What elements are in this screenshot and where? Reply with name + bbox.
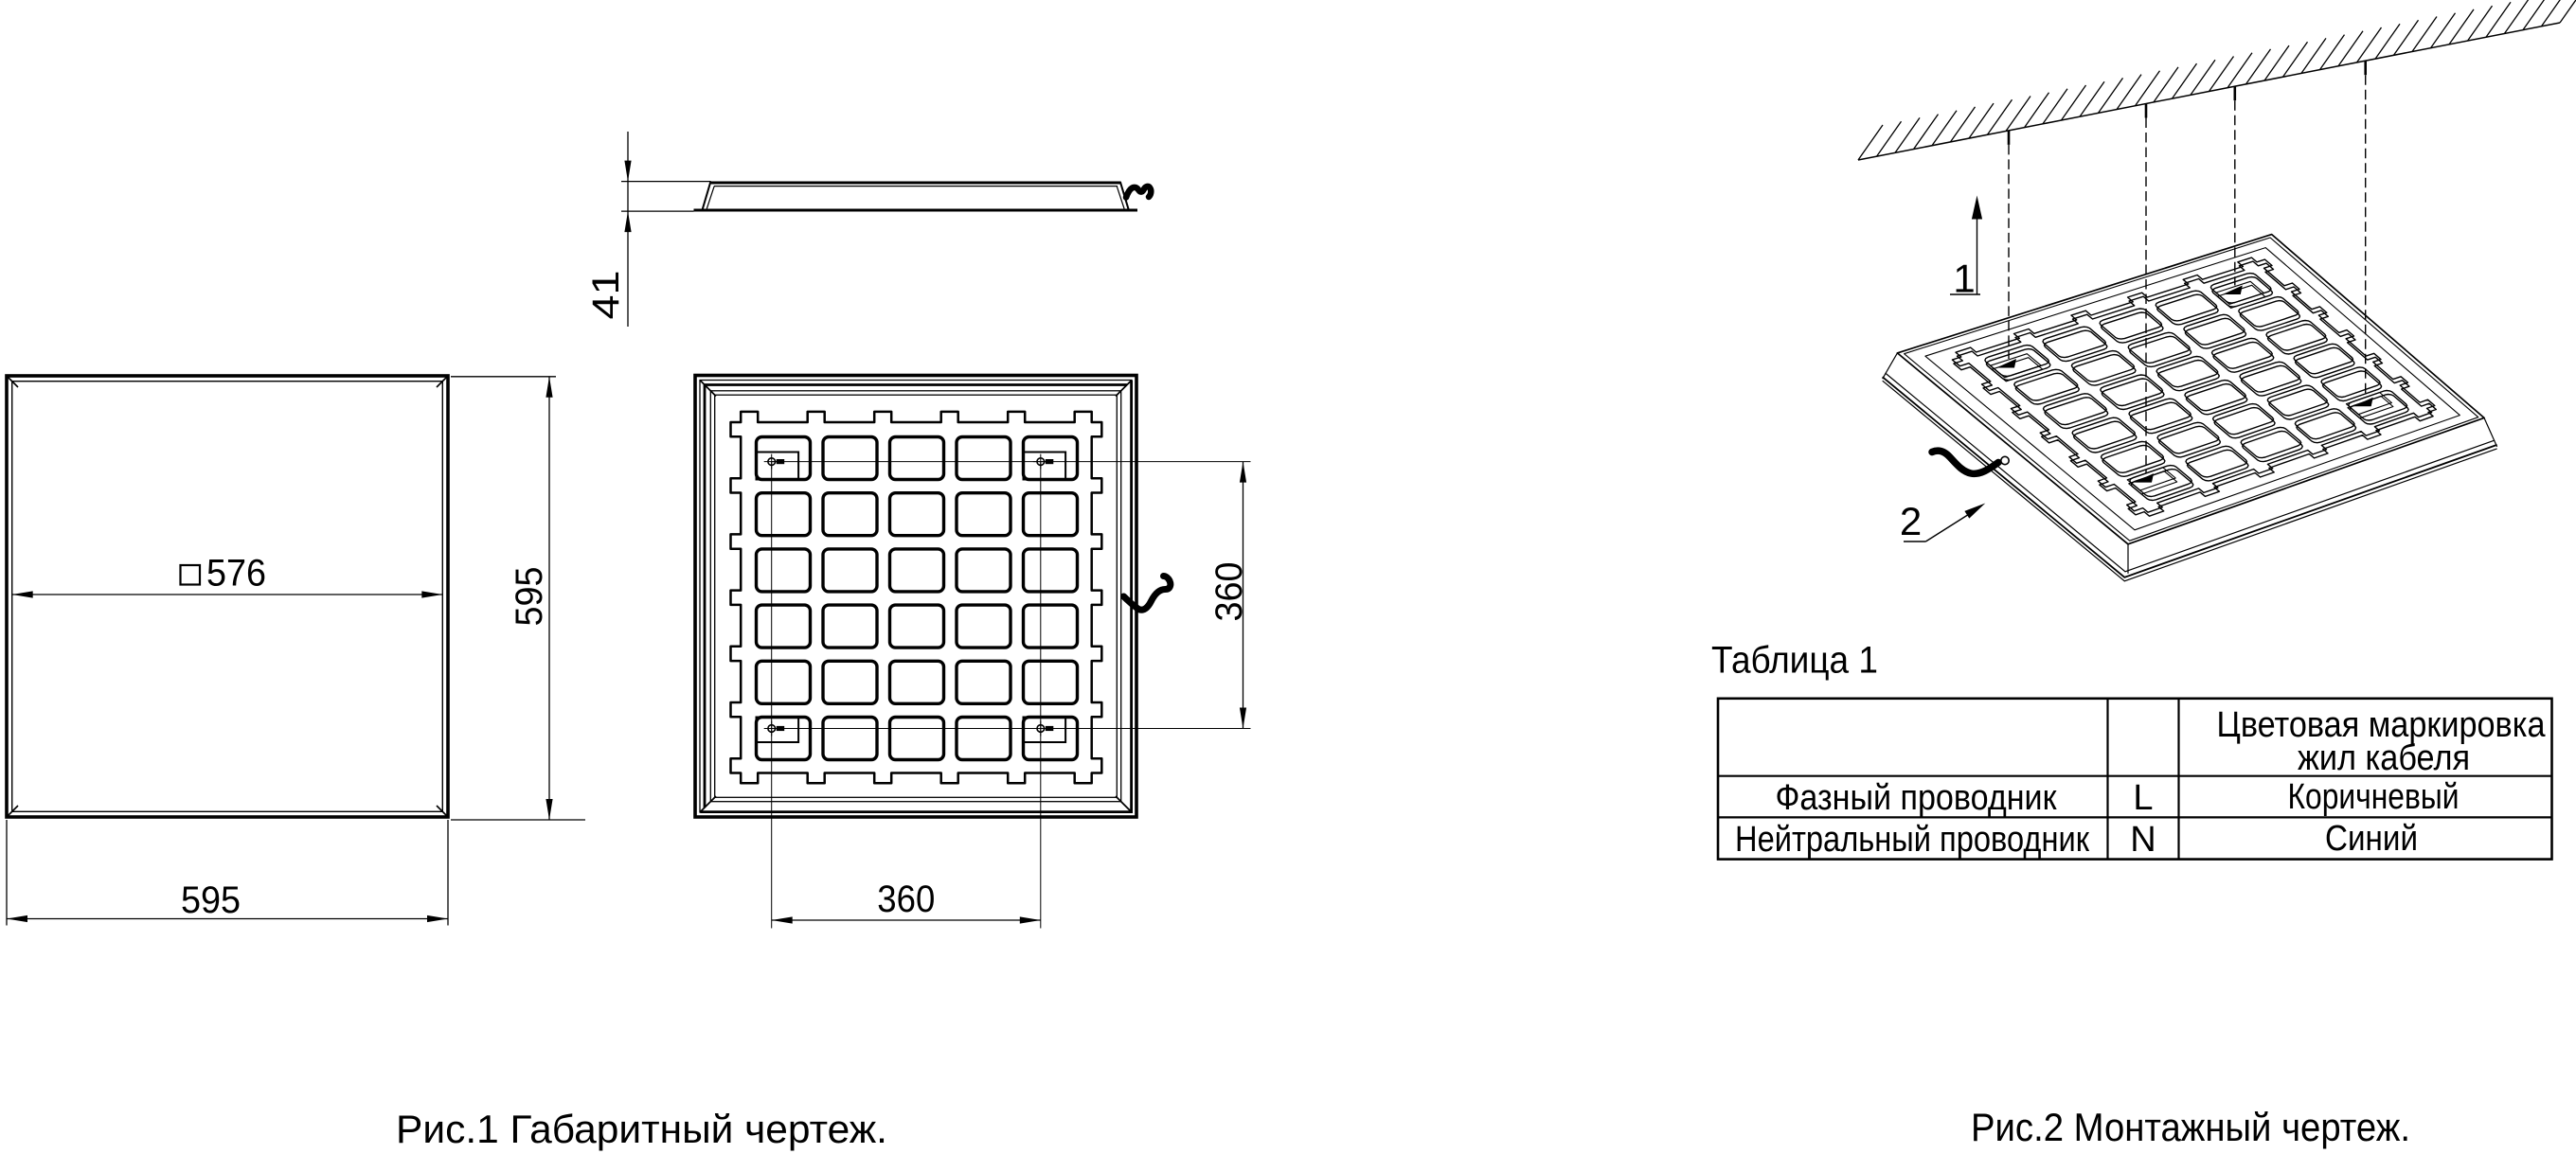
svg-text:595: 595 [509,567,550,627]
svg-text:Коричневый: Коричневый [2288,777,2460,817]
svg-text:Нейтральный проводник: Нейтральный проводник [1735,820,2089,860]
svg-text:Синий: Синий [2325,819,2418,859]
svg-text:жил кабеля: жил кабеля [2298,738,2470,778]
svg-text:595: 595 [181,879,241,921]
svg-text:N: N [2130,820,2156,860]
svg-text:Цветовая маркировка: Цветовая маркировка [2217,705,2547,745]
svg-text:Рис.2 Монтажный чертеж.: Рис.2 Монтажный чертеж. [1971,1105,2410,1149]
svg-text:360: 360 [1208,562,1250,622]
svg-text:1: 1 [1953,257,1975,301]
svg-text:2: 2 [1900,499,1922,543]
svg-text:Фазный проводник: Фазный проводник [1776,778,2057,818]
svg-text:Таблица 1: Таблица 1 [1711,640,1878,682]
svg-text:Рис.1 Габаритный чертеж.: Рис.1 Габаритный чертеж. [396,1107,887,1151]
svg-text:576: 576 [206,553,266,595]
svg-text:L: L [2133,778,2153,818]
svg-text:41: 41 [585,271,627,320]
svg-text:360: 360 [877,879,935,920]
